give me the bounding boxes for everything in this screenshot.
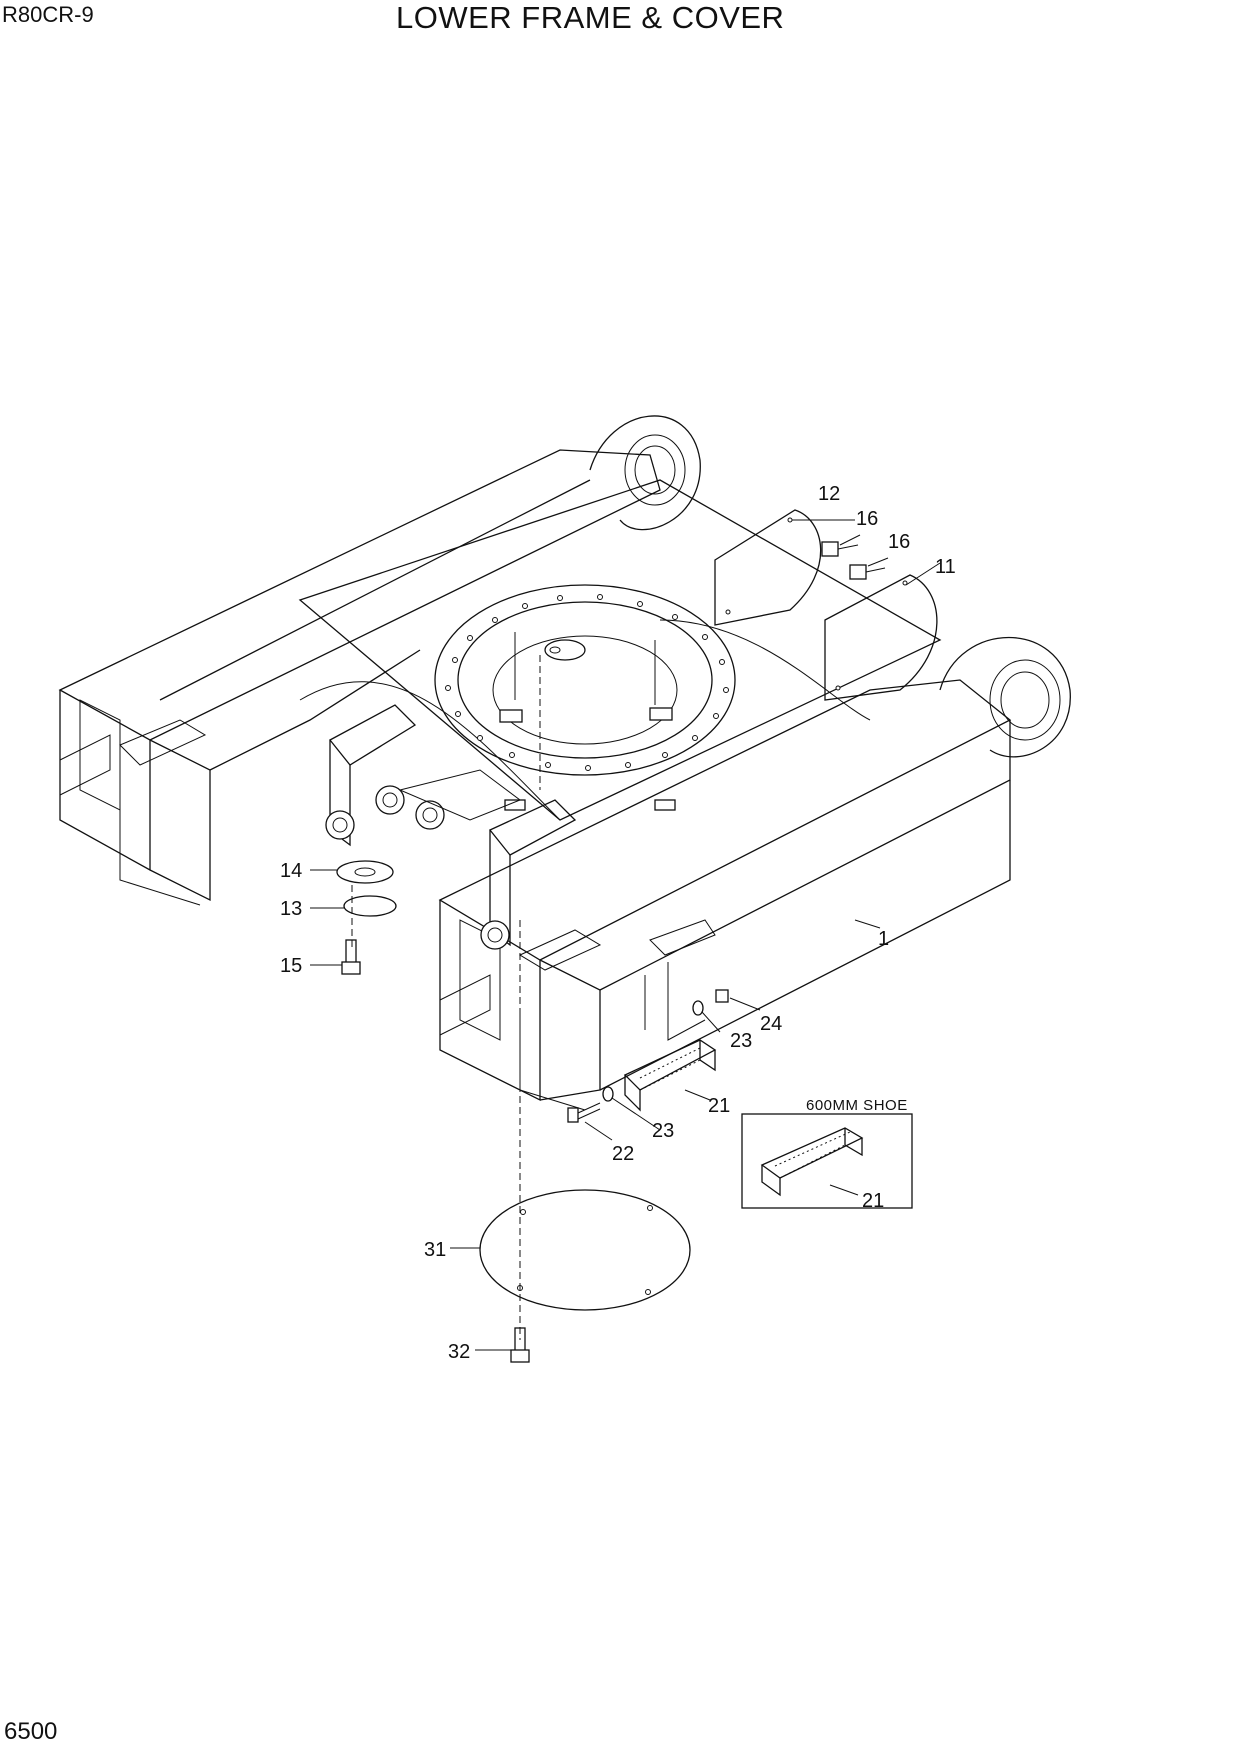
callout-24: 24 bbox=[760, 1013, 782, 1035]
callout-1: 1 bbox=[878, 928, 889, 950]
callout-12: 12 bbox=[818, 483, 840, 505]
callout-15: 15 bbox=[280, 955, 302, 977]
callout-14: 14 bbox=[280, 860, 302, 882]
nut-24 bbox=[715, 989, 729, 1003]
callout-11: 11 bbox=[935, 556, 956, 578]
model-code: R80CR-9 bbox=[2, 2, 94, 27]
inset-title: 600MM SHOE bbox=[806, 1097, 908, 1114]
inset-callout-21: 21 bbox=[862, 1190, 884, 1212]
bolt-16-lower bbox=[849, 564, 886, 580]
washer-23-upper bbox=[692, 1000, 704, 1016]
plate-14 bbox=[336, 860, 394, 884]
callout-21: 21 bbox=[708, 1095, 730, 1117]
page-title: LOWER FRAME & COVER bbox=[396, 0, 785, 35]
callout-16-lower: 16 bbox=[888, 531, 910, 553]
bolt-16-upper bbox=[821, 541, 859, 557]
side-cover-12 bbox=[714, 509, 822, 626]
callout-31: 31 bbox=[424, 1239, 446, 1261]
callout-23-upper: 23 bbox=[730, 1030, 752, 1052]
plate-13 bbox=[343, 895, 397, 917]
page-number: 6500 bbox=[4, 1718, 58, 1745]
callout-22: 22 bbox=[612, 1143, 634, 1165]
bolt-22 bbox=[567, 1102, 601, 1123]
leader-lines bbox=[310, 519, 941, 1351]
callout-23-lower: 23 bbox=[652, 1120, 674, 1142]
under-cover-31 bbox=[479, 1189, 691, 1311]
side-cover-11 bbox=[824, 574, 938, 701]
callout-13: 13 bbox=[280, 898, 302, 920]
lower-frame-drawing bbox=[58, 415, 1071, 1111]
washer-23-lower bbox=[602, 1086, 614, 1102]
bolt-15 bbox=[341, 939, 361, 975]
step-21 bbox=[623, 1039, 717, 1112]
callout-32: 32 bbox=[448, 1341, 470, 1363]
inset-600mm-shoe bbox=[741, 1113, 913, 1209]
callout-16-upper: 16 bbox=[856, 508, 878, 530]
